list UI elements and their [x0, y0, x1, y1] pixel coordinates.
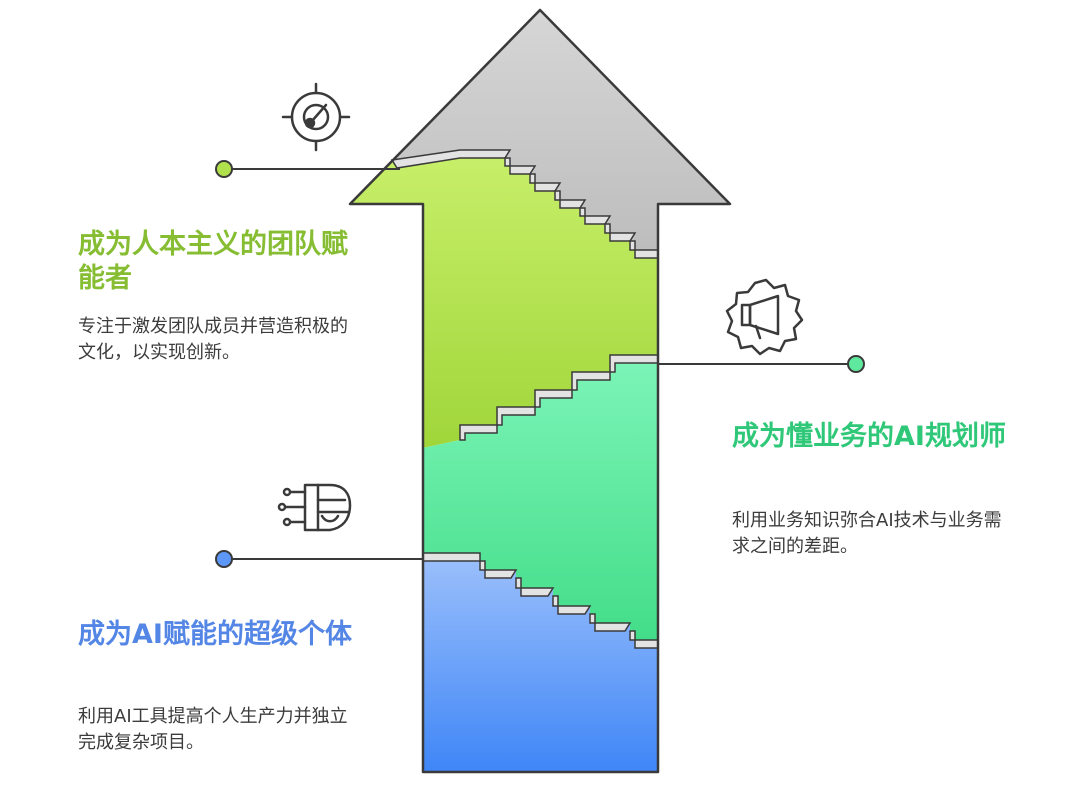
section-title: 成为懂业务的AI规划师	[732, 421, 1006, 452]
section-description: 利用AI工具提高个人生产力并独立完成复杂项目。	[78, 706, 348, 753]
section-title: 成为人本主义的团队赋能者	[78, 229, 348, 294]
section-title: 成为AI赋能的超级个体	[78, 619, 352, 650]
target-icon	[281, 82, 351, 152]
connector-dot-teal	[847, 355, 865, 373]
section-ai-planner: 成为懂业务的AI规划师	[732, 420, 1022, 454]
brain-circuit-icon	[277, 483, 352, 532]
arrow-head-segment	[392, 10, 730, 250]
upper-staircase-edges	[390, 149, 659, 259]
connector-dot-blue	[215, 550, 233, 568]
middle-staircase-edges	[459, 354, 659, 441]
blue-segment	[423, 553, 658, 772]
section-description: 利用业务知识弥合AI技术与业务需求之间的差距。	[732, 510, 1002, 557]
section-description: 专注于激发团队成员并营造积极的文化，以实现创新。	[78, 316, 348, 363]
arrow-outline	[348, 8, 732, 774]
section-ai-super-individual: 成为AI赋能的超级个体	[78, 618, 354, 652]
green-segment	[350, 150, 658, 448]
connector-dot-green	[215, 160, 233, 178]
megaphone-gear-icon	[725, 278, 804, 356]
connector-lines	[224, 168, 856, 560]
section-team-empowerer: 成为人本主义的团队赋能者	[60, 228, 350, 296]
